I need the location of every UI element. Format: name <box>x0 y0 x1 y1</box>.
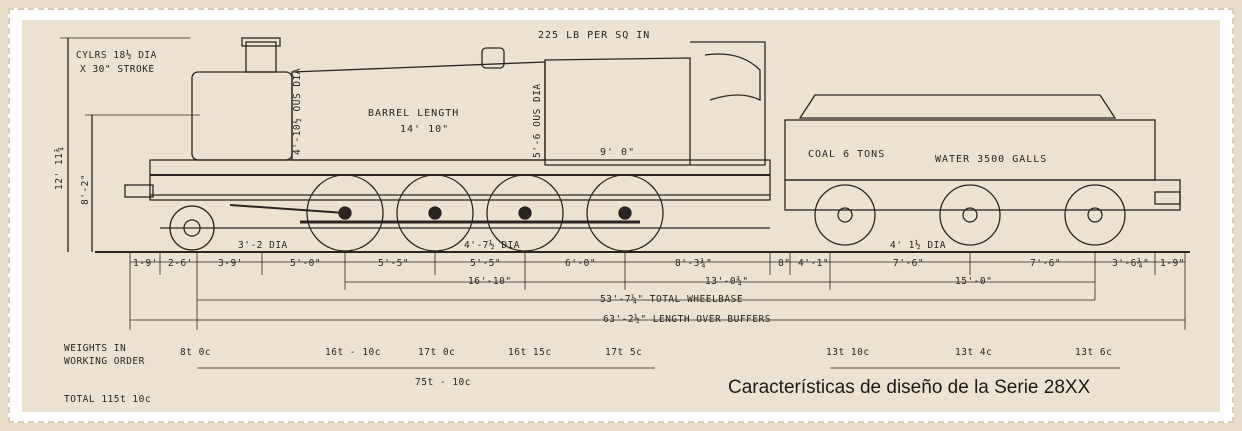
spacing-label: 7'-6" <box>893 258 924 269</box>
spacing-label: 6'-0" <box>565 258 596 269</box>
weights-title-1: WEIGHTS IN <box>64 343 126 354</box>
spacing-label: 4'-1" <box>798 258 829 269</box>
cylinders-label: CYLRS 18½ DIA <box>76 50 157 61</box>
rear-dia-label: 5'-6 OUS DIA <box>532 83 543 158</box>
spacing-label: 3-9' <box>218 258 243 269</box>
bogie-wheel-dia: 3'-2 DIA <box>238 240 288 251</box>
front-dia-label: 4'-10½ OUS DIA <box>292 68 303 155</box>
spacing-label: 1-9' <box>133 258 158 269</box>
coupled-wheelbase: 16'-10" <box>468 276 512 287</box>
spacing-row: 1-9' 2-6' 3-9' 5'-0" 5'-5" 5'-5" 6'-0" 8'-3¾" 8"… <box>133 258 1185 269</box>
spacing-label: 7'-6" <box>1030 258 1061 269</box>
weights-title-2: WORKING ORDER <box>64 356 145 367</box>
barrel-label: BARREL LENGTH <box>368 108 459 119</box>
pressure-label: 225 LB PER SQ IN <box>538 30 650 41</box>
engine-tender-gap: 13'-0¾" <box>705 276 749 287</box>
coal-capacity: COAL 6 TONS <box>808 149 885 160</box>
axle-weight: 8t 0c <box>180 347 211 358</box>
spacing-label: 5'-5" <box>470 258 501 269</box>
firebox-length: 9' 0" <box>600 147 635 158</box>
axle-weight: 13t 6c <box>1075 347 1112 358</box>
spacing-label: 8" <box>778 258 790 269</box>
tender-wheelbase: 15'-0" <box>955 276 992 287</box>
axle-weight: 13t 10c <box>826 347 870 358</box>
barrel-length: 14' 10" <box>400 124 449 135</box>
spacing-label: 5'-5" <box>378 258 409 269</box>
weights-row: 8t 0c 16t - 10c 17t 0c 16t 15c 17t 5c 13t 10c… <box>180 347 1112 358</box>
tender-wheel-dia: 4' 1½ DIA <box>890 240 946 251</box>
grand-total-weight: TOTAL 115t 10c <box>64 394 151 405</box>
spacing-label: 3'-6¾" <box>1112 258 1149 269</box>
engine-weight-total: 75t - 10c <box>415 377 471 388</box>
axle-weight: 17t 5c <box>605 347 642 358</box>
axle-weight: 13t 4c <box>955 347 992 358</box>
axle-weight: 16t - 10c <box>325 347 381 358</box>
total-height: 12' 11¾ <box>54 146 65 190</box>
spacing-label: 2-6' <box>168 258 193 269</box>
spacing-label: 5'-0" <box>290 258 321 269</box>
axle-weight: 17t 0c <box>418 347 455 358</box>
spacing-label: 1-9" <box>1160 258 1185 269</box>
length-over-buffers: 63'-2½" LENGTH OVER BUFFERS <box>603 314 771 325</box>
caption: Características de diseño de la Serie 28… <box>728 377 1091 398</box>
stroke-label: X 30" STROKE <box>80 64 155 75</box>
water-capacity: WATER 3500 GALLS <box>935 154 1047 165</box>
centre-height: 8'-2" <box>80 174 91 205</box>
total-wheelbase: 53'-7¼" TOTAL WHEELBASE <box>600 294 743 305</box>
driving-wheel-dia: 4'-7½ DIA <box>464 240 520 251</box>
spacing-label: 8'-3¾" <box>675 258 712 269</box>
axle-weight: 16t 15c <box>508 347 552 358</box>
